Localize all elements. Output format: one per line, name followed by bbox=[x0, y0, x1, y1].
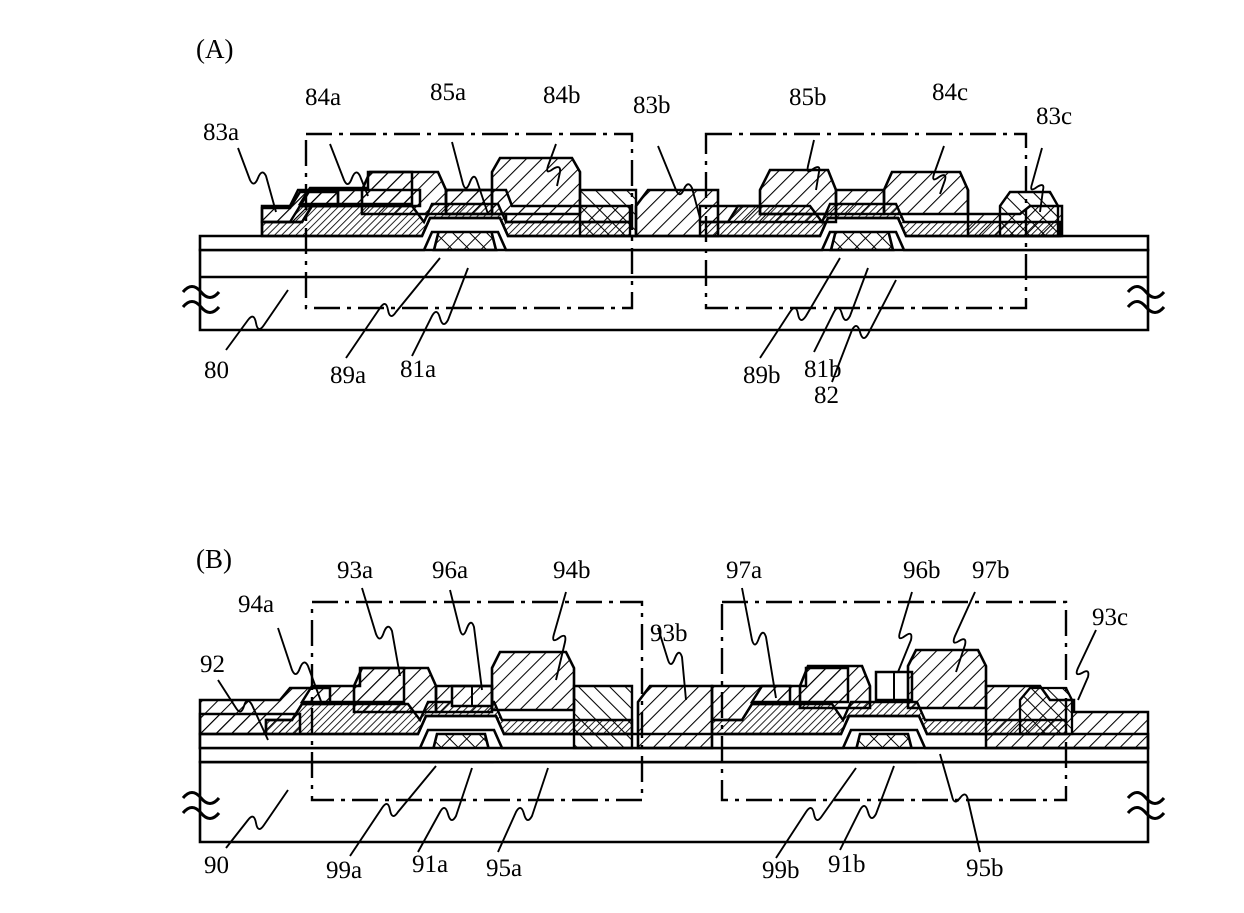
break-symbol-left-b bbox=[181, 791, 221, 820]
conductive-block-84a-top bbox=[360, 170, 448, 216]
label-95a: 95a bbox=[486, 855, 522, 882]
label-83b: 83b bbox=[633, 92, 671, 119]
label-83c: 83c bbox=[1036, 103, 1072, 130]
label-84a: 84a bbox=[305, 84, 341, 111]
substrate-80 bbox=[198, 248, 1150, 332]
label-91a: 91a bbox=[412, 851, 448, 878]
label-81b: 81b bbox=[804, 356, 842, 383]
break-symbol-left-a bbox=[181, 285, 221, 314]
label-90: 90 bbox=[204, 852, 229, 879]
label-94b: 94b bbox=[553, 557, 591, 584]
label-96b: 96b bbox=[903, 557, 941, 584]
interconnect-85b bbox=[698, 168, 838, 224]
label-82: 82 bbox=[814, 382, 839, 409]
dashdot-box-left-b bbox=[310, 600, 644, 802]
conductive-block-97b bbox=[906, 648, 988, 710]
label-95b: 95b bbox=[966, 855, 1004, 882]
label-99a: 99a bbox=[326, 857, 362, 884]
label-81a: 81a bbox=[400, 356, 436, 383]
contact-96b bbox=[874, 670, 914, 702]
label-80: 80 bbox=[204, 357, 229, 384]
conductive-block-84c bbox=[834, 170, 970, 216]
dashdot-box-right-b bbox=[720, 600, 1068, 802]
label-94a: 94a bbox=[238, 591, 274, 618]
label-85a: 85a bbox=[430, 79, 466, 106]
label-83a: 83a bbox=[203, 119, 239, 146]
panel-a: (A) 83a 84a 85a 84b 83b 85b 84c 83c 80 8… bbox=[181, 34, 1166, 409]
label-89a: 89a bbox=[330, 362, 366, 389]
break-symbol-right-b bbox=[1126, 791, 1166, 820]
label-91b: 91b bbox=[828, 851, 866, 878]
conductive-block-94b bbox=[434, 650, 576, 714]
dashdot-box-right-a bbox=[704, 132, 1028, 310]
label-93b: 93b bbox=[650, 620, 688, 647]
leader-lines-a bbox=[225, 139, 1045, 383]
label-85b: 85b bbox=[789, 84, 827, 111]
label-92: 92 bbox=[200, 651, 225, 678]
label-99b: 99b bbox=[762, 857, 800, 884]
label-93c: 93c bbox=[1092, 604, 1128, 631]
panel-b-title: (B) bbox=[196, 544, 232, 574]
label-97a: 97a bbox=[726, 557, 762, 584]
conductive-block-84b bbox=[444, 156, 582, 216]
panel-a-title: (A) bbox=[196, 34, 233, 64]
substrate-90 bbox=[198, 760, 1150, 844]
electrode-94a bbox=[198, 686, 332, 736]
conductive-film-97a-stack bbox=[749, 664, 872, 710]
label-93a: 93a bbox=[337, 557, 373, 584]
electrode-83b bbox=[578, 188, 720, 238]
label-89b: 89b bbox=[743, 362, 781, 389]
break-symbol-right-a bbox=[1126, 285, 1166, 314]
dashdot-box-left-a bbox=[304, 132, 634, 310]
leader-lines-b bbox=[217, 587, 1097, 859]
label-84b: 84b bbox=[543, 82, 581, 109]
label-96a: 96a bbox=[432, 557, 468, 584]
electrode-83c bbox=[966, 190, 1064, 238]
panel-b: (B) 94a 93a 96a 94b 93b 97a 96b 97b 93c … bbox=[181, 544, 1166, 884]
label-97b: 97b bbox=[972, 557, 1010, 584]
label-84c: 84c bbox=[932, 79, 968, 106]
